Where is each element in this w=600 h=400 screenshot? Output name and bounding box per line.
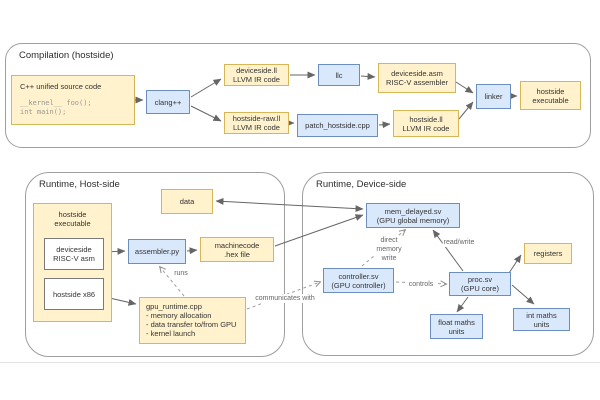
group-compilation: Compilation (hostside): [5, 43, 591, 148]
edge-label-communicates-with: communicates with: [254, 294, 316, 303]
edge-proc-to-registers: [508, 254, 522, 274]
edge-clang-to-deviceside-ll: [190, 78, 222, 98]
node-hostside-x86: hostside x86: [44, 278, 104, 310]
edge-deviceside-asm-to-linker: [455, 81, 474, 94]
node-registers: registers: [524, 243, 572, 264]
node-cpp-unified-source: C++ unified source code __kernel__ foo()…: [11, 75, 135, 125]
group-compilation-title: Compilation (hostside): [19, 50, 114, 61]
cpp-source-code: __kernel__ foo(); int main();: [20, 99, 92, 116]
edge-proc-to-float-units: [456, 296, 469, 313]
edge-proc-to-mem-readwrite: [432, 229, 464, 272]
edge-label-controls: controls: [407, 280, 435, 289]
node-patch-hostside: patch_hostside.cpp: [297, 114, 378, 137]
page-boundary-line: [0, 362, 600, 363]
node-proc: proc.sv (GPU core): [449, 272, 511, 296]
group-runtime-host: Runtime, Host-side: [25, 172, 285, 357]
edge-machinecode-to-mem: [274, 214, 364, 247]
group-runtime-device-title: Runtime, Device-side: [316, 179, 407, 190]
node-linker: linker: [476, 84, 511, 109]
node-hostside-executable: hostside executable: [520, 81, 581, 110]
node-data: data: [161, 189, 213, 214]
edge-patch-to-hostside-ll: [378, 121, 391, 129]
node-assembler-py: assembler.py: [128, 239, 186, 264]
edge-label-direct-memory-write: direct memory write: [375, 236, 403, 263]
node-clang: clang++: [146, 90, 190, 114]
edge-gpu-runtime-runs-assembler: [158, 265, 185, 297]
node-deviceside-riscv-asm: deviceside RISC-V asm: [44, 238, 104, 270]
node-deviceside-asm: deviceside.asm RISC-V assembler: [378, 63, 456, 93]
edge-assembler-to-machinecode: [186, 247, 198, 255]
node-controller: controller.sv (GPU controller): [323, 268, 394, 293]
node-machinecode-hex: machinecode .hex file: [200, 237, 274, 262]
node-int-maths-units: int maths units: [513, 308, 570, 331]
edge-proc-to-int-units: [511, 284, 535, 305]
node-llc: llc: [318, 64, 360, 86]
edge-label-runs: runs: [173, 269, 189, 278]
group-runtime-host-title: Runtime, Host-side: [39, 179, 120, 190]
node-hostside-executable-runtime: hostside executable deviceside RISC-V as…: [33, 203, 112, 322]
node-float-maths-units: float maths units: [430, 314, 483, 339]
edge-label-read-write: read/write: [442, 238, 476, 247]
node-hostside-ll: hostside.ll LLVM IR code: [393, 110, 459, 137]
group-runtime-device: Runtime, Device-side: [302, 172, 594, 356]
edge-hostside-ll-to-linker: [458, 101, 474, 120]
edge-llc-to-deviceside-asm: [360, 72, 376, 80]
node-gpu-runtime: gpu_runtime.cpp - memory allocation - da…: [139, 297, 246, 344]
edge-clang-to-hostside-raw-ll: [190, 105, 222, 122]
edge-data-mem-bidirectional: [215, 197, 364, 213]
cpp-source-title: C++ unified source code: [20, 82, 102, 91]
node-mem-delayed: mem_delayed.sv (GPU global memory): [366, 203, 460, 228]
node-hostside-raw-ll: hostside-raw.ll LLVM IR code: [224, 112, 289, 134]
node-deviceside-ll: deviceside.ll LLVM IR code: [224, 64, 289, 86]
